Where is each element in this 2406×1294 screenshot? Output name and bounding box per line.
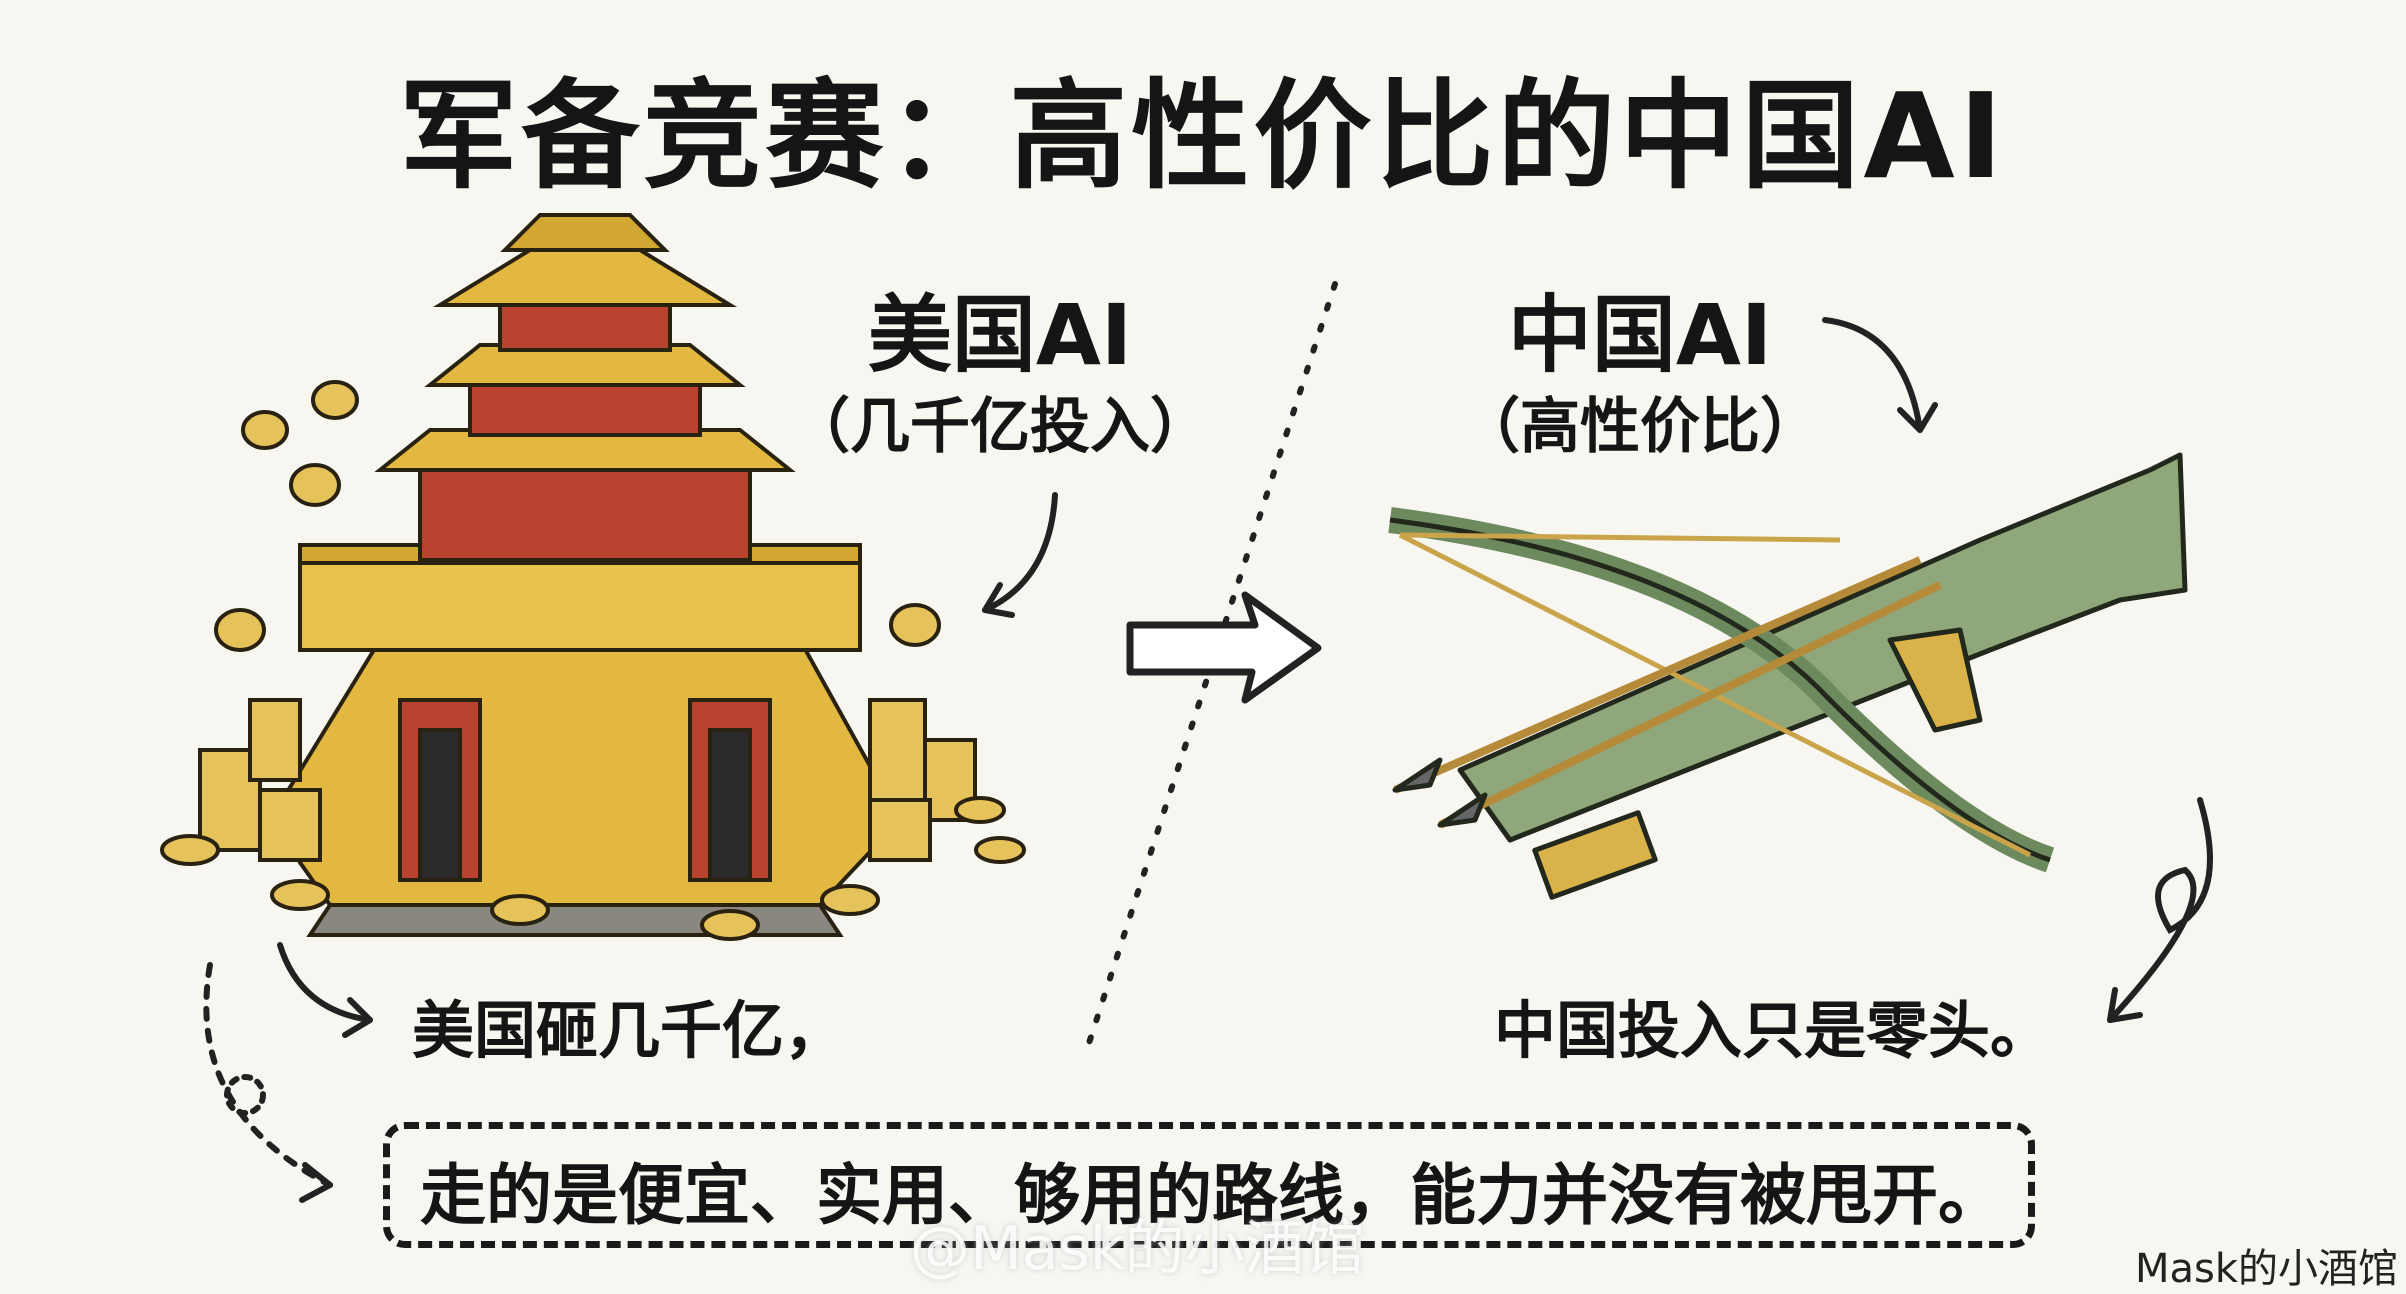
coins-illustration xyxy=(160,380,1026,941)
curved-arrow-icon xyxy=(982,492,1058,613)
china-ai-subtitle: （高性价比） xyxy=(1460,392,1820,462)
china-caption: 中国投入只是零头。 xyxy=(1494,994,2053,1067)
china-ai-label: 中国AI xyxy=(1507,286,1773,384)
curved-arrow-icon xyxy=(1822,317,1923,433)
watermark: Mask的小酒馆 xyxy=(2134,1246,2398,1292)
curved-arrows xyxy=(203,317,2213,1203)
curved-arrow-icon xyxy=(2107,797,2213,1023)
crossbow-illustration xyxy=(1388,452,2188,900)
curved-arrow-icon xyxy=(277,942,373,1023)
us-caption: 美国砸几千亿， xyxy=(412,994,847,1067)
us-ai-subtitle: （几千亿投入） xyxy=(790,392,1210,462)
us-ai-label: 美国AI xyxy=(867,286,1133,384)
big-arrow-icon xyxy=(1126,591,1322,704)
conclusion-box xyxy=(383,1122,2035,1248)
conclusion-text: 走的是便宜、实用、够用的路线，能力并没有被甩开。 xyxy=(420,1157,2004,1234)
page-title: 军备竞赛：高性价比的中国AI xyxy=(399,67,2007,205)
watermark-overlay: @Mask的小酒馆 xyxy=(910,1214,1365,1284)
fortress-illustration xyxy=(267,213,903,937)
